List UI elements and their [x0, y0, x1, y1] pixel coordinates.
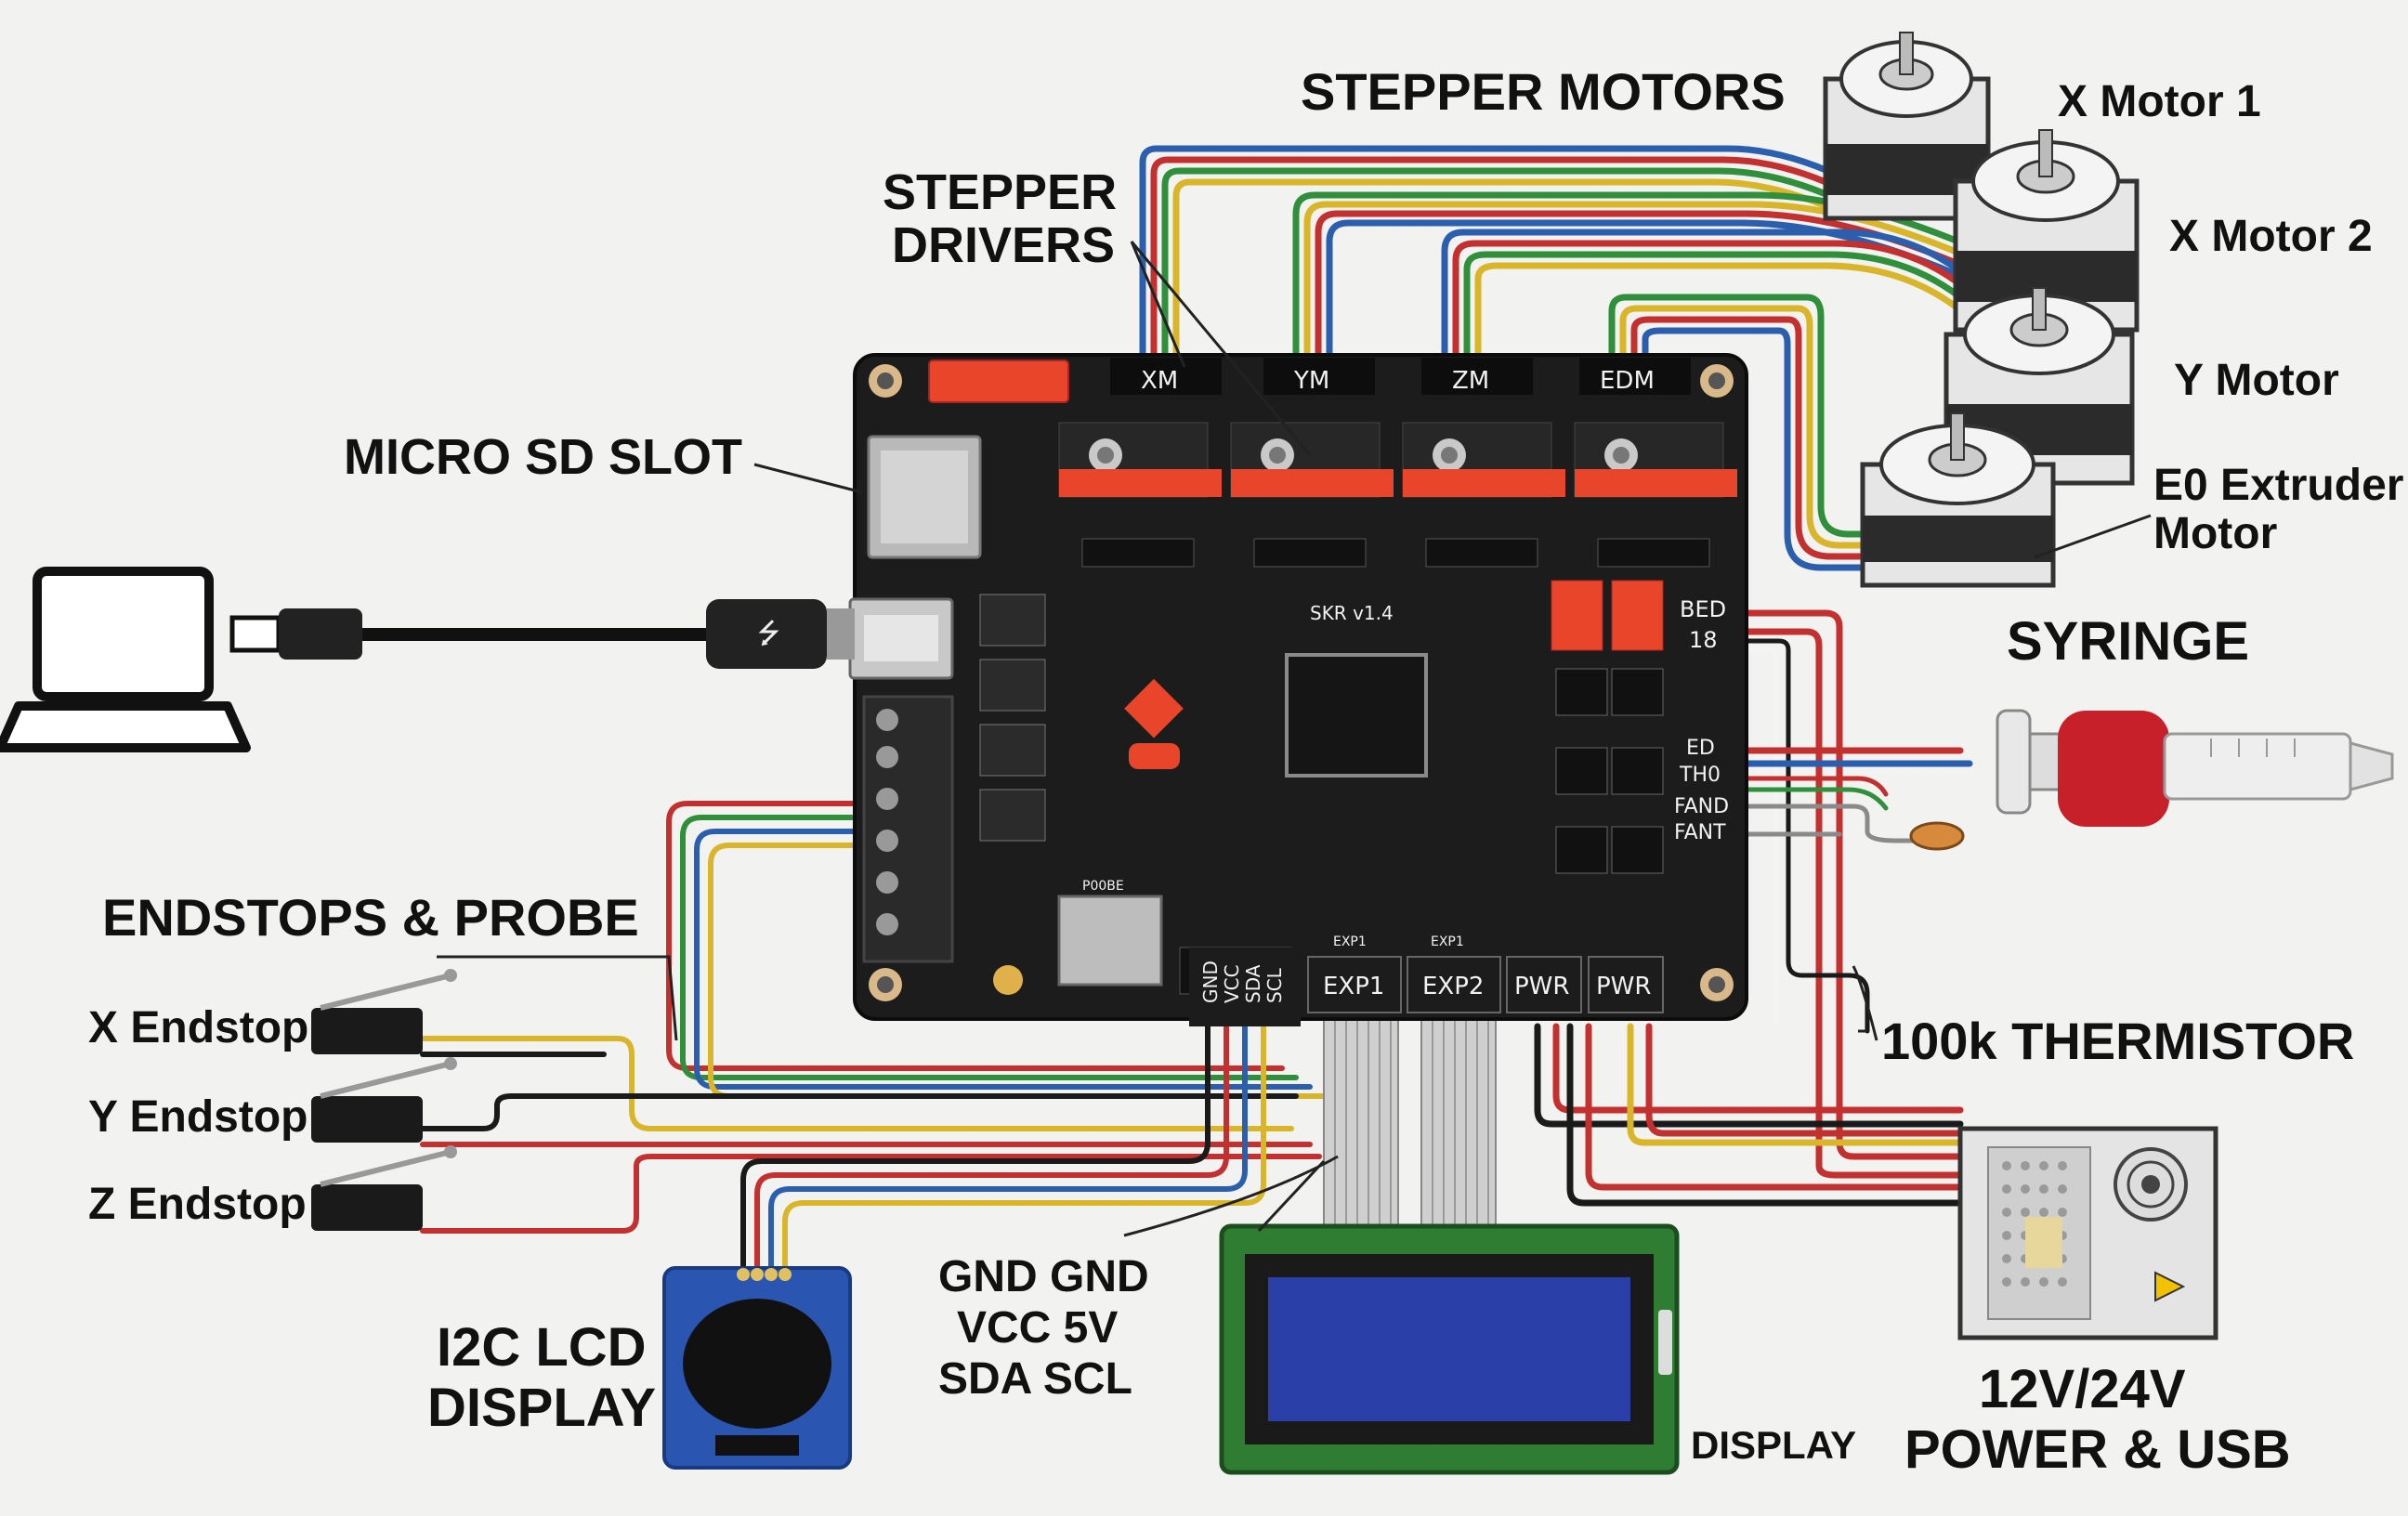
label-display: DISPLAY [1691, 1423, 1856, 1467]
bottom-port-labels: GND VCC SDA SCL EXP1 EXP2 PWR PWR [1189, 948, 1664, 1026]
pin-label-sda: SDA [1242, 964, 1264, 1003]
pin-label-vcc: VCC [1221, 964, 1243, 1003]
label-x-motor-1: X Motor 1 [2058, 77, 2261, 126]
mcu-chip [1285, 653, 1428, 778]
label-stepper-drivers-2: DRIVERS [892, 217, 1115, 273]
silk-label: EXP1 [1431, 934, 1464, 949]
e0-extruder-motor [1860, 412, 2056, 588]
fan-icon [2114, 1147, 2188, 1222]
terminal-blocks [862, 695, 954, 963]
pin-label-gnd: GND [1199, 961, 1222, 1003]
socket-label-ym: YM [1293, 367, 1329, 395]
usb-cable-icon: ⭍ [229, 599, 855, 669]
board-name: SKR v1.4 [1310, 602, 1394, 624]
thermistor-icon [1909, 821, 1965, 851]
mosfets [979, 594, 1046, 842]
y-endstop-switch [311, 1057, 457, 1143]
label-endstops-probe: ENDSTOPS & PROBE [102, 888, 639, 947]
driver-socket-labels: XM YM ZM EDM [1141, 367, 1655, 395]
z-endstop-switch [311, 1145, 457, 1231]
lcd-display [1219, 1223, 1680, 1475]
pin-label-fand: FAND [1674, 795, 1729, 818]
port-label-pwr: PWR [1596, 973, 1651, 1000]
syringe-icon [1996, 709, 2394, 827]
label-i2c-lcd-2: DISPLAY [427, 1378, 656, 1438]
port-label-pwr: PWR [1514, 973, 1569, 1000]
top-power-connector [928, 359, 1069, 403]
label-i2c-lcd-1: I2C LCD [437, 1317, 647, 1378]
port-label-exp1: EXP1 [1323, 973, 1384, 1000]
label-e0-motor-1: E0 Extruder [2153, 461, 2403, 510]
silk-label: EXP1 [1333, 934, 1367, 949]
socket-label-edm: EDM [1600, 367, 1655, 395]
i2c-oled-display [662, 1266, 852, 1470]
power-supply-icon [1957, 1126, 2218, 1340]
stepper-motors [1823, 32, 2140, 588]
motor-wires [1139, 145, 1973, 571]
side-pin-labels: BED 18 ED TH0 FAND FANT [1672, 593, 1742, 844]
laptop-icon [0, 567, 251, 752]
driver-sockets [1110, 358, 1691, 395]
stepper-driver-modules [1058, 422, 1737, 568]
mounting-holes [869, 364, 1734, 1001]
ribbon-cables [1323, 1016, 1497, 1232]
callout-lines [437, 241, 2152, 1237]
label-y-endstop: Y Endstop [88, 1092, 308, 1142]
pin-label-th0: TH0 [1679, 764, 1721, 787]
label-syringe: SYRINGE [2007, 611, 2249, 672]
pin-label-ed: ED [1686, 737, 1715, 760]
label-e0-motor-2: Motor [2153, 509, 2277, 558]
label-stepper-motors: STEPPER MOTORS [1301, 62, 1786, 121]
label-i2c-pins-2: VCC 5V [957, 1303, 1118, 1353]
power-wires [1534, 609, 1973, 1207]
diagram-labels: STEPPER MOTORS STEPPER DRIVERS MICRO SD … [88, 62, 2403, 1480]
svg-text:⭍: ⭍ [757, 618, 780, 650]
pin-label-18: 18 [1689, 627, 1718, 653]
label-stepper-drivers-1: STEPPER [883, 164, 1117, 220]
pin-label-scl: SCL [1263, 967, 1286, 1003]
skr-board: SKR v1.4 EXP1 EXP1 P00BE [848, 353, 1748, 1021]
label-i2c-pins-1: GND GND [938, 1252, 1149, 1301]
port-label-exp2: EXP2 [1422, 973, 1484, 1000]
label-power-usb-2: POWER & USB [1904, 1419, 2291, 1480]
label-power-usb-1: 12V/24V [1979, 1359, 2186, 1419]
label-thermistor: 100k THERMISTOR [1881, 1012, 2354, 1070]
pin-label-bed: BED [1680, 596, 1726, 622]
socket-label-xm: XM [1141, 367, 1178, 395]
socket-label-zm: ZM [1452, 367, 1489, 395]
label-x-endstop: X Endstop [88, 1003, 308, 1052]
endstop-switches [311, 969, 457, 1231]
x-endstop-switch [311, 969, 457, 1054]
label-i2c-pins-3: SDA SCL [938, 1354, 1132, 1404]
label-z-endstop: Z Endstop [88, 1180, 307, 1229]
label-y-motor: Y Motor [2174, 356, 2339, 405]
label-x-motor-2: X Motor 2 [2169, 212, 2373, 261]
label-micro-sd-slot: MICRO SD SLOT [344, 429, 742, 485]
pin-label-fant: FANT [1674, 821, 1726, 844]
silk-label: P00BE [1082, 879, 1124, 894]
